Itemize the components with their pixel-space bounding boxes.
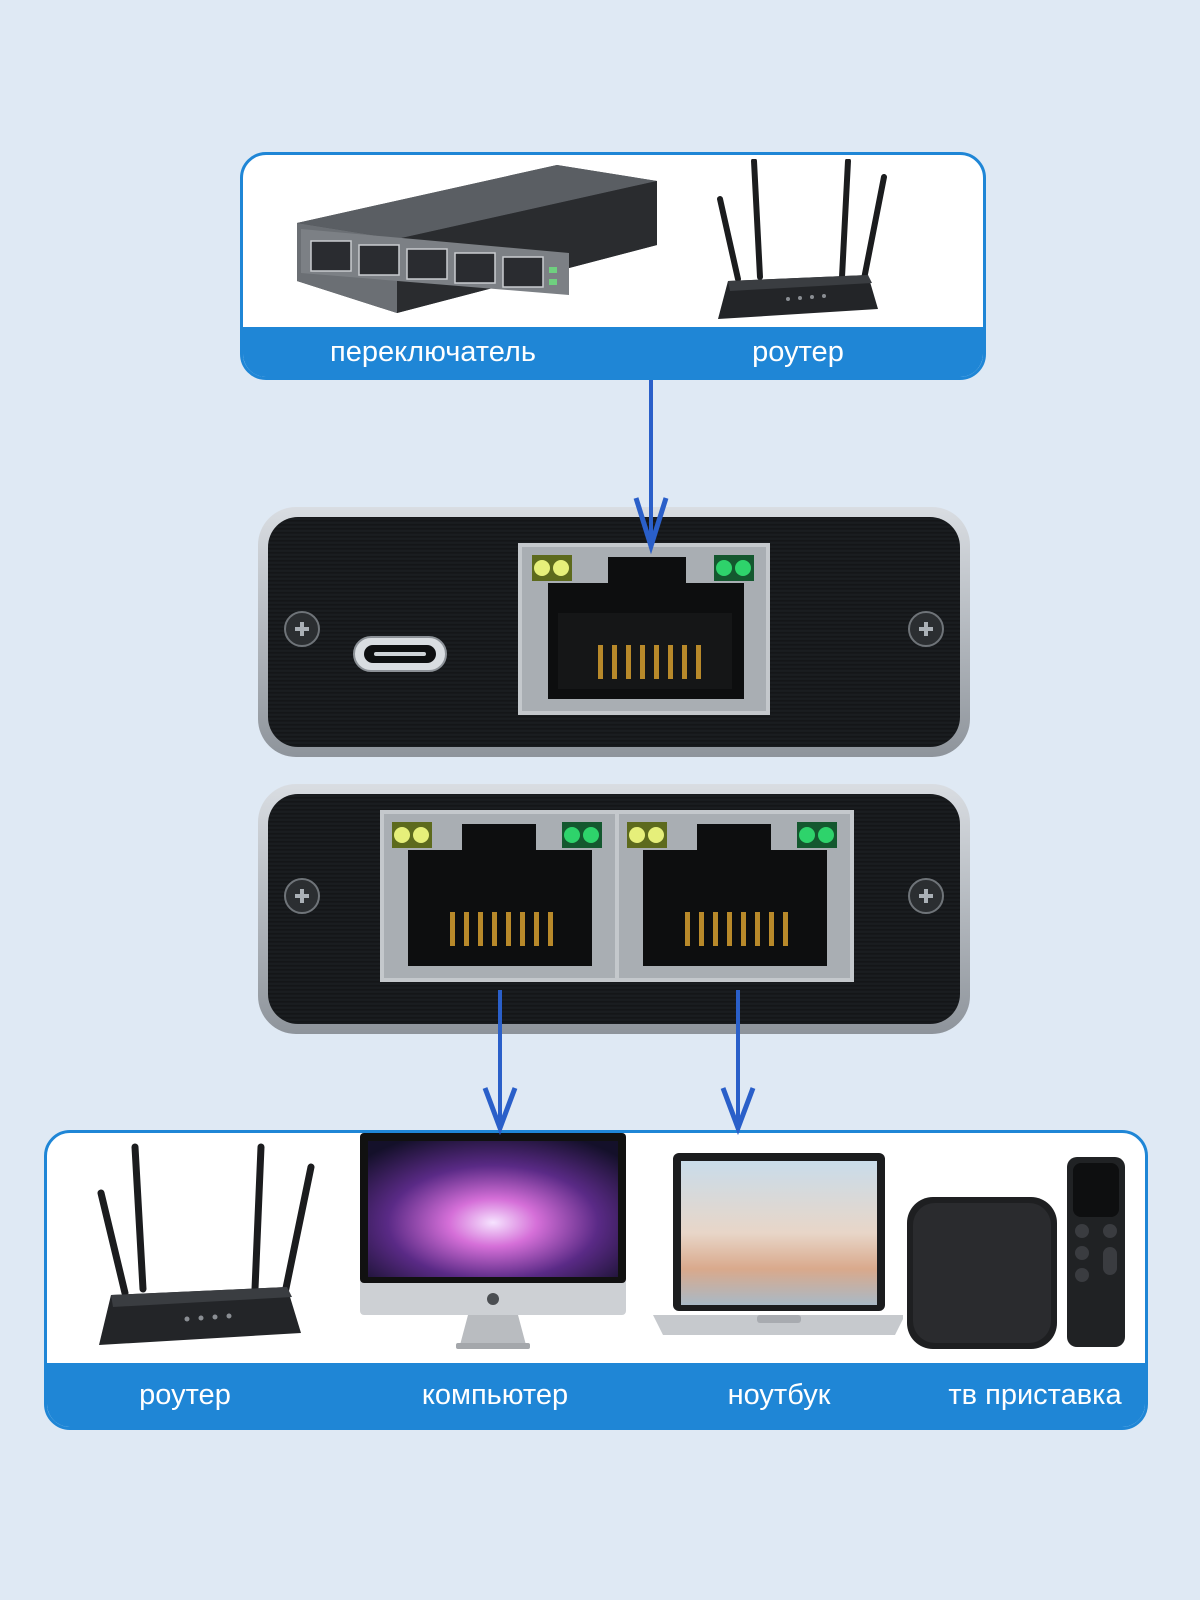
rj45-port-icon — [518, 543, 770, 715]
label-router-top: роутер — [752, 335, 844, 368]
rj45-port-icon — [380, 810, 854, 982]
apple-logo-icon — [487, 1293, 499, 1305]
label-tv-box: тв приставка — [948, 1378, 1122, 1411]
screw-icon — [284, 878, 320, 914]
label-router-bottom: роутер — [139, 1378, 231, 1411]
laptop-icon — [653, 1153, 903, 1335]
screw-icon — [908, 611, 944, 647]
screw-icon — [284, 611, 320, 647]
imac-computer-icon — [360, 1133, 626, 1349]
bottom-labels-band: роутер компьютер ноутбук тв приставка — [47, 1363, 1145, 1427]
top-labels-band: переключатель роутер — [243, 327, 983, 377]
adapter-output-side — [258, 784, 970, 1034]
screw-icon — [908, 878, 944, 914]
tv-box-icon — [907, 1157, 1125, 1349]
label-computer: компьютер — [421, 1378, 569, 1411]
arrowhead-right — [720, 1087, 756, 1136]
label-switch: переключатель — [330, 335, 536, 368]
network-switch-icon — [297, 165, 657, 313]
adapter-input-side — [258, 507, 970, 757]
source-devices-card: переключатель роутер — [240, 152, 986, 380]
target-devices-card: роутер компьютер ноутбук тв приставка — [44, 1130, 1148, 1430]
usb-c-port-icon — [353, 636, 447, 672]
label-laptop: ноутбук — [727, 1378, 831, 1411]
router-icon — [97, 1143, 315, 1345]
router-icon — [717, 159, 887, 319]
arrowhead-left — [482, 1087, 518, 1136]
